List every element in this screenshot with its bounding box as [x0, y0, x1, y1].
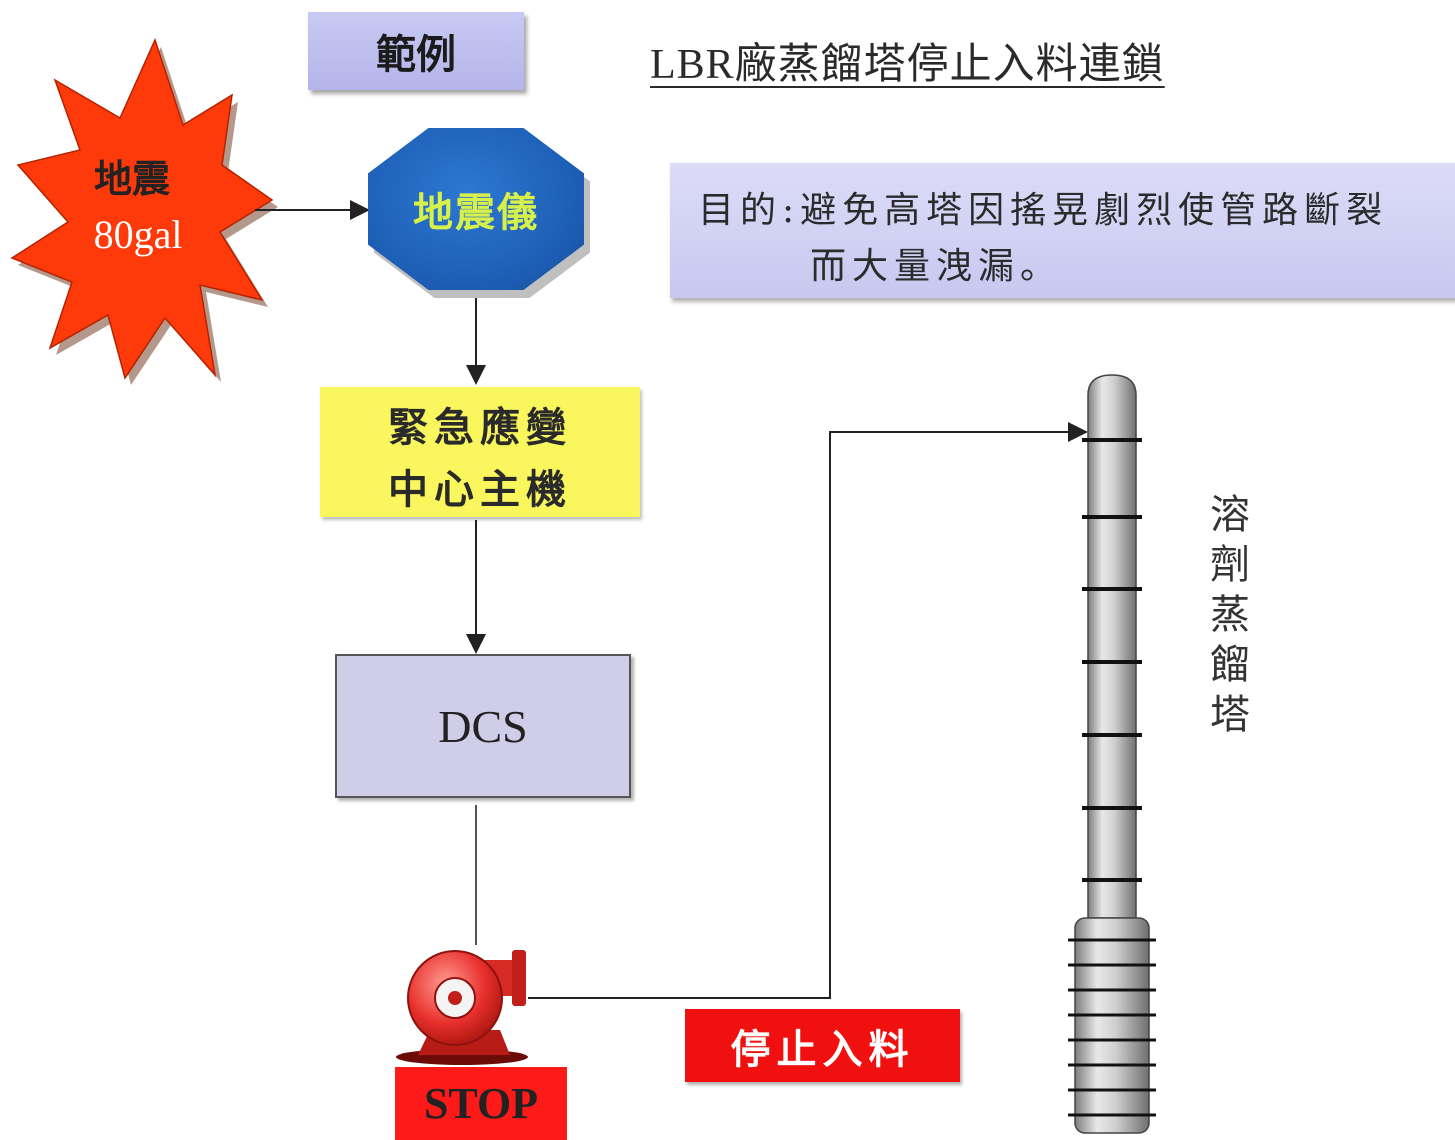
earthquake-starburst: [10, 37, 278, 385]
earthquake-magnitude: 80gal: [94, 212, 183, 257]
column-label-char: 蒸: [1210, 592, 1250, 638]
column-label-char: 劑: [1210, 542, 1250, 588]
earthquake-label: 地震: [94, 156, 171, 201]
purpose-box: 目的:避免高塔因搖晃劇烈使管路斷裂 而大量洩漏。: [670, 163, 1455, 298]
emergency-center-node: 緊急應變 中心主機: [320, 387, 640, 517]
page-title: LBR廠蒸餾塔停止入料連鎖: [650, 42, 1165, 88]
seismometer-node: 地震儀: [368, 128, 584, 290]
connector-pump-to-column: [528, 422, 1088, 999]
example-label: 範例: [308, 12, 524, 90]
stop-badge: STOP: [395, 1067, 567, 1140]
purpose-line-2: 而大量洩漏。: [810, 246, 1063, 287]
distillation-column-icon: [1068, 374, 1156, 1134]
stop-feed-label: 停止入料: [685, 1009, 960, 1082]
column-label-char: 溶: [1210, 492, 1250, 538]
seismometer-label: 地震儀: [413, 189, 539, 236]
pump-icon: [396, 950, 528, 1065]
dcs-node: DCS: [335, 654, 631, 798]
emergency-center-line-1: 緊急應變: [388, 404, 572, 451]
emergency-center-line-2: 中心主機: [388, 466, 572, 513]
purpose-line-1: 目的:避免高塔因搖晃劇烈使管路斷裂: [698, 190, 1389, 231]
column-label: 溶 劑 蒸 餾 塔: [1200, 490, 1260, 740]
column-label-char: 餾: [1210, 642, 1250, 688]
column-label-char: 塔: [1210, 692, 1250, 738]
